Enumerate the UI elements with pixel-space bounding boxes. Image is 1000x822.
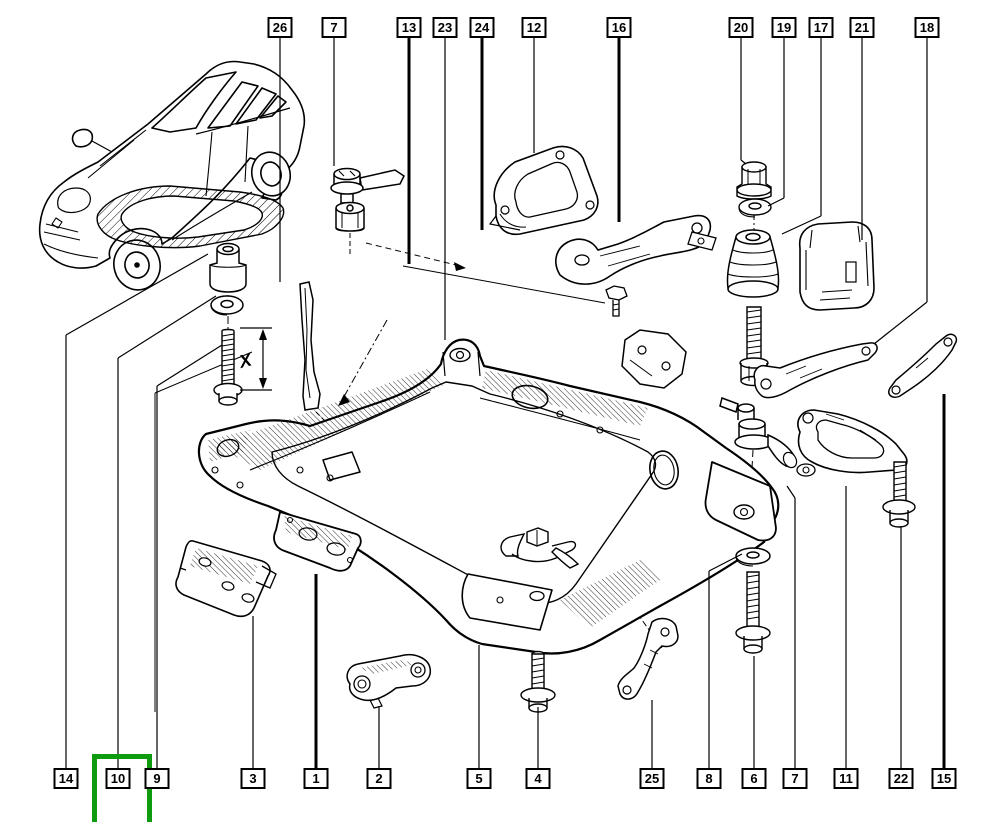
callout-bottom-15[interactable]: 15 [931, 768, 957, 789]
arrowhead [454, 262, 466, 271]
callout-bottom-10[interactable]: 10 [105, 768, 131, 789]
callout-top-17[interactable]: 17 [808, 17, 834, 38]
subframe-oval-top [511, 384, 549, 410]
callout-bottom-11[interactable]: 11 [833, 768, 859, 789]
subframe-drawing [197, 338, 780, 655]
callout-bottom-7[interactable]: 7 [782, 768, 808, 789]
subframe-rail-pad [322, 451, 361, 481]
leader-line [767, 197, 785, 207]
car-grille-line-2 [43, 231, 81, 241]
callout-top-19[interactable]: 19 [771, 17, 797, 38]
callout-top-7[interactable]: 7 [321, 17, 347, 38]
car-front-hub [134, 262, 140, 268]
leader-line [156, 344, 223, 387]
leader-line [740, 159, 747, 165]
callout-top-16[interactable]: 16 [606, 17, 632, 38]
part-mount-7-13 [330, 167, 405, 232]
callout-top-24[interactable]: 24 [469, 17, 495, 38]
leader-line [786, 485, 796, 499]
callout-bottom-14[interactable]: 14 [53, 768, 79, 789]
car-subframe-highlight-ring [96, 185, 285, 249]
car-grille-line-1 [45, 223, 79, 233]
part-brace-26 [299, 281, 321, 411]
part-nut-20 [736, 161, 772, 200]
part-strap-25 [617, 617, 679, 700]
leader-line [873, 301, 928, 345]
car-door-seam-1 [205, 131, 213, 197]
callout-bottom-6[interactable]: 6 [741, 768, 767, 789]
part-bolt-22 [882, 461, 916, 528]
subframe-clamp-hole [529, 590, 545, 602]
part-washer-19 [738, 198, 772, 218]
car-logo-diamond [51, 217, 63, 229]
part-arm-16 [555, 214, 712, 285]
part-tab [687, 231, 717, 251]
leader-lines [65, 36, 946, 768]
part-strap-15 [888, 333, 958, 399]
dimension-label: X [236, 349, 254, 372]
part-cover-21 [798, 221, 875, 311]
leader-line [708, 553, 743, 572]
part-washer-8 [735, 547, 771, 567]
part-bushing-17 [726, 229, 780, 298]
install-arrow-line-1 [365, 242, 461, 267]
callout-top-13[interactable]: 13 [396, 17, 422, 38]
leader-line [781, 215, 822, 235]
callout-bottom-25[interactable]: 25 [639, 768, 665, 789]
subframe-corner-mount [704, 461, 777, 542]
part-plate-12 [488, 145, 599, 236]
part-bracket-16b [621, 329, 687, 389]
part-bolt-4 [520, 650, 556, 713]
part-bracket-3 [175, 539, 277, 618]
callout-bottom-2[interactable]: 2 [366, 768, 392, 789]
part-bracket-2 [346, 654, 432, 709]
callout-top-23[interactable]: 23 [432, 17, 458, 38]
callout-bottom-9[interactable]: 9 [144, 768, 170, 789]
callout-bottom-3[interactable]: 3 [240, 768, 266, 789]
part-arm-11 [796, 409, 908, 477]
subframe-clamp-pad [461, 573, 553, 631]
part-bolt-6 [735, 571, 771, 654]
callout-top-18[interactable]: 18 [914, 17, 940, 38]
part-bolt-16-small [605, 285, 628, 317]
subframe-oval-right [649, 450, 679, 490]
callout-top-20[interactable]: 20 [728, 17, 754, 38]
part-clamp-5 [500, 527, 580, 569]
car-door-window-rear [235, 87, 277, 125]
car-beltline [195, 107, 291, 135]
subframe-tower-hole [449, 347, 471, 363]
car-windshield [151, 71, 237, 133]
callout-top-21[interactable]: 21 [849, 17, 875, 38]
part-mount-7-right [719, 397, 798, 469]
car-hood-crease-2 [87, 139, 135, 179]
car-mirror-stalk [91, 140, 113, 153]
leader-line [65, 253, 209, 336]
car-rear-wheel-inner [260, 161, 282, 187]
part-bolt-9 [213, 328, 243, 406]
callout-bottom-4[interactable]: 4 [525, 768, 551, 789]
part-washer-10 [210, 295, 244, 316]
part-mount-14 [209, 242, 247, 293]
car-rear-wheel [250, 151, 292, 197]
car-headlight [57, 187, 91, 214]
car-illustration [38, 60, 306, 291]
car-hood-crease-1 [99, 129, 147, 167]
callout-bottom-5[interactable]: 5 [466, 768, 492, 789]
leader-line [117, 295, 217, 359]
callout-bottom-22[interactable]: 22 [888, 768, 914, 789]
car-front-wheel-inner [124, 251, 150, 279]
callout-top-12[interactable]: 12 [521, 17, 547, 38]
car-mirror [71, 128, 94, 148]
car-door-seam-2 [244, 125, 249, 183]
car-bumper-crease [43, 243, 99, 259]
subframe-arm-hole [216, 438, 240, 458]
callout-bottom-1[interactable]: 1 [303, 768, 329, 789]
part-strap-18 [753, 342, 878, 399]
callout-bottom-8[interactable]: 8 [696, 768, 722, 789]
dimension-x: X [236, 327, 272, 391]
callout-top-26[interactable]: 26 [267, 17, 293, 38]
